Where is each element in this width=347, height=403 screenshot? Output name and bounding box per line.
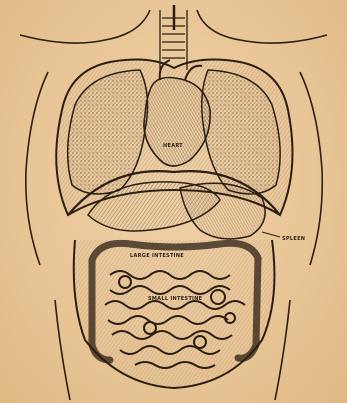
heart-label: HEART (163, 143, 183, 149)
small-intestine-label: SMALL INTESTINE (148, 296, 203, 302)
spleen-label: SPLEEN (282, 236, 305, 242)
trachea (160, 5, 187, 70)
large-intestine-label: LARGE INTESTINE (130, 253, 184, 259)
stomach (180, 183, 265, 239)
